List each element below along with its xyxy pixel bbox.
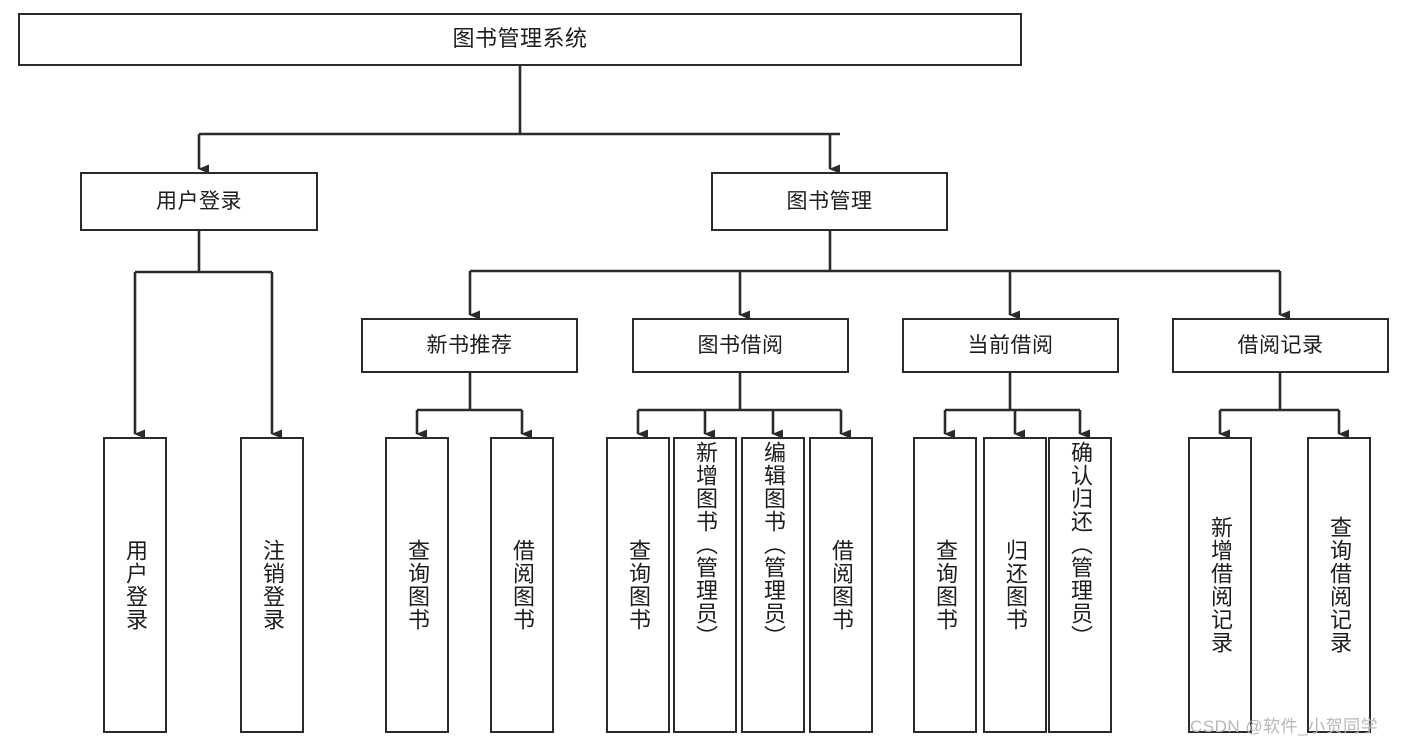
node-label: 用户登录 — [122, 539, 148, 631]
node-root-book-management-system[interactable]: 图书管理系统 — [18, 13, 1022, 66]
node-book-management[interactable]: 图书管理 — [711, 172, 948, 231]
node-user-login[interactable]: 用户登录 — [80, 172, 318, 231]
node-label: 图书借阅 — [697, 333, 784, 357]
node-label: 图书管理 — [786, 189, 873, 213]
node-label: 借阅图书 — [828, 539, 854, 631]
node-leaf-query-book-borrow[interactable]: 查询图书 — [606, 437, 670, 733]
node-leaf-query-borrow-record[interactable]: 查询借阅记录 — [1307, 437, 1371, 733]
node-label: 确认归还（管理员） — [1067, 441, 1093, 648]
node-label: 新增图书（管理员） — [692, 441, 718, 648]
node-leaf-borrow-book-recommend[interactable]: 借阅图书 — [490, 437, 554, 733]
node-leaf-borrow-book[interactable]: 借阅图书 — [809, 437, 873, 733]
node-book-borrow[interactable]: 图书借阅 — [632, 318, 849, 373]
node-label: 用户登录 — [156, 189, 242, 213]
node-borrow-record[interactable]: 借阅记录 — [1172, 318, 1389, 373]
node-label: 归还图书 — [1002, 539, 1028, 631]
node-leaf-add-book-admin[interactable]: 新增图书（管理员） — [673, 437, 737, 733]
node-label: 查询借阅记录 — [1326, 516, 1352, 654]
node-label: 查询图书 — [932, 539, 958, 631]
node-leaf-query-book-recommend[interactable]: 查询图书 — [385, 437, 449, 733]
node-leaf-confirm-return-admin[interactable]: 确认归还（管理员） — [1048, 437, 1112, 733]
node-label: 编辑图书（管理员） — [760, 441, 786, 648]
node-leaf-add-borrow-record[interactable]: 新增借阅记录 — [1188, 437, 1252, 733]
node-current-borrow[interactable]: 当前借阅 — [902, 318, 1119, 373]
node-label: 查询图书 — [404, 539, 430, 631]
node-leaf-edit-book-admin[interactable]: 编辑图书（管理员） — [741, 437, 805, 733]
node-leaf-return-book[interactable]: 归还图书 — [983, 437, 1047, 733]
node-label: 借阅记录 — [1237, 333, 1324, 357]
node-label: 新增借阅记录 — [1207, 516, 1233, 654]
node-label: 新书推荐 — [426, 333, 513, 357]
node-leaf-query-book-current[interactable]: 查询图书 — [913, 437, 977, 733]
node-label: 当前借阅 — [967, 333, 1054, 357]
node-label: 查询图书 — [625, 539, 651, 631]
csdn-watermark: CSDN @软件_小贺同学 — [1190, 717, 1379, 736]
node-label: 借阅图书 — [509, 539, 535, 631]
node-label: 图书管理系统 — [452, 26, 588, 52]
node-leaf-user-login[interactable]: 用户登录 — [103, 437, 167, 733]
node-label: 注销登录 — [259, 539, 285, 631]
node-leaf-user-logout[interactable]: 注销登录 — [240, 437, 304, 733]
node-new-book-recommend[interactable]: 新书推荐 — [361, 318, 578, 373]
